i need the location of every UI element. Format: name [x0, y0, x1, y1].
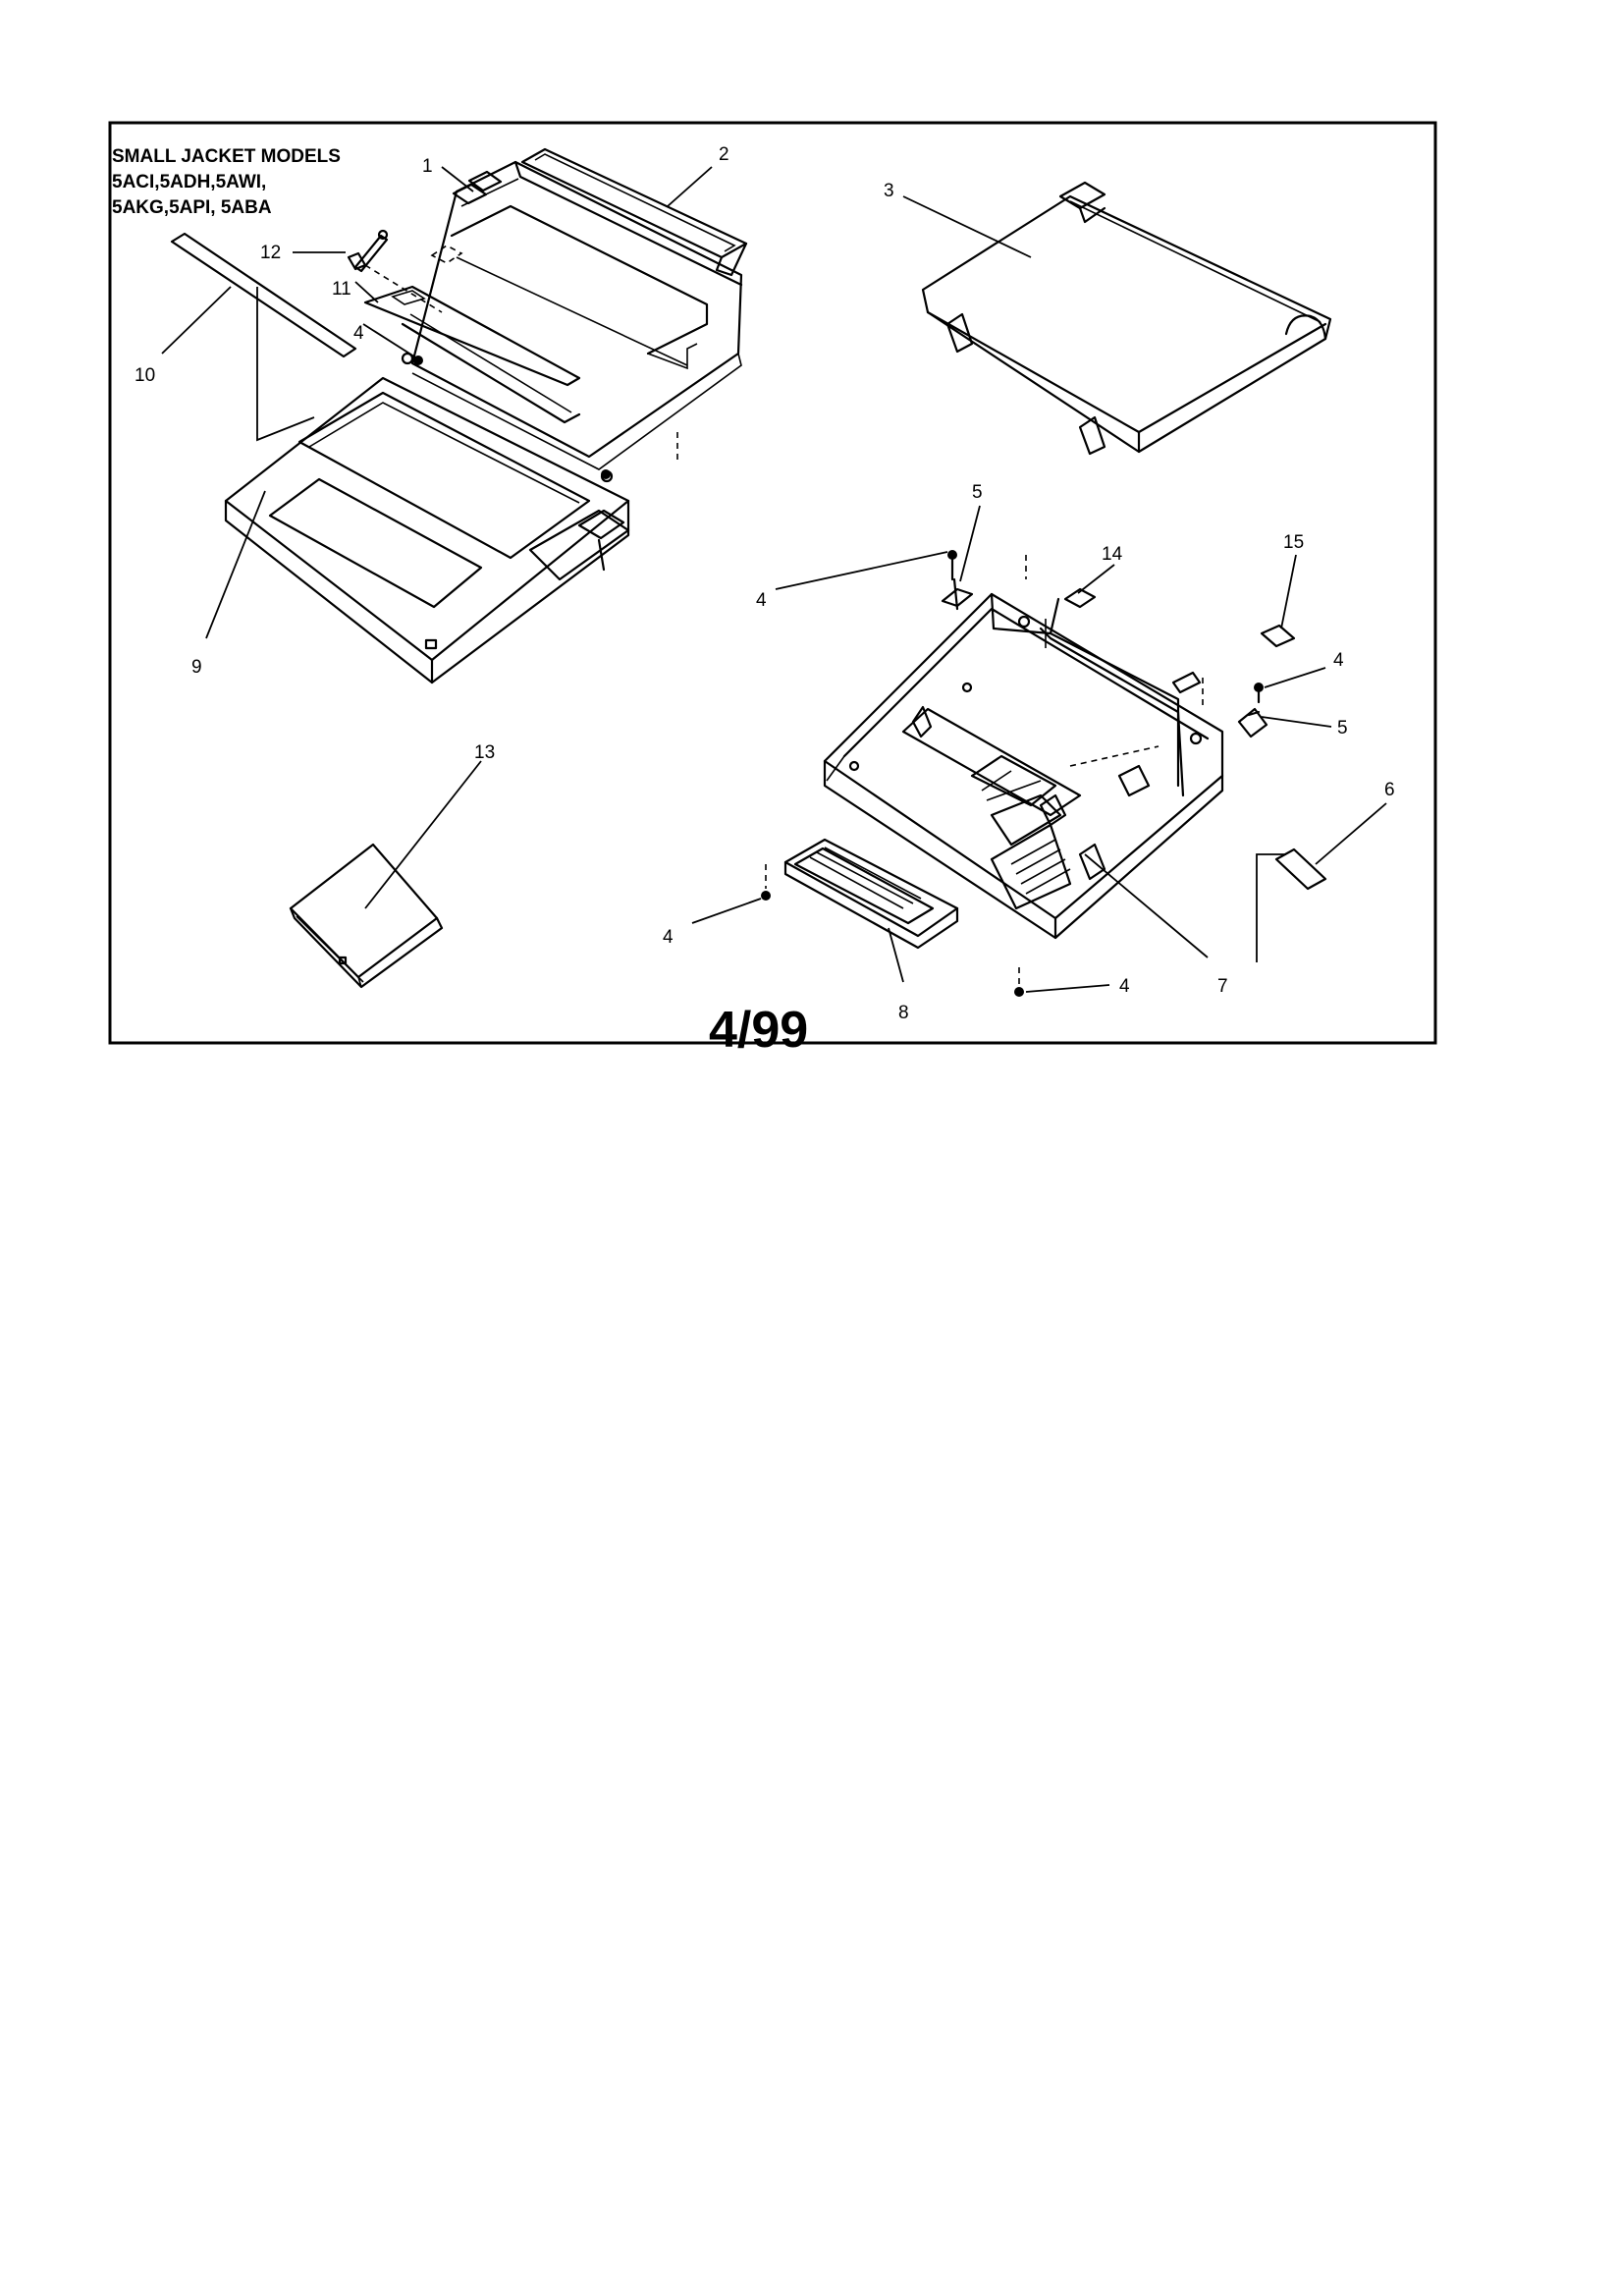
part-11-guide-bar	[363, 285, 581, 424]
callout-1: 1	[422, 156, 433, 177]
callout-5-a: 5	[972, 482, 983, 503]
leader-lines	[161, 166, 1387, 993]
callout-9: 9	[191, 657, 202, 678]
callout-numbers: 1 2 3 4 4 4 4 4 5 5 6 7 8 9 10 11 12 13 …	[135, 144, 1395, 1023]
header-line-2: 5ACI,5ADH,5AWI,	[112, 172, 266, 192]
callout-15: 15	[1283, 532, 1304, 553]
part-8-keyboard-tray	[783, 838, 959, 950]
revision-date-stamp: 4/99	[709, 1002, 808, 1059]
callout-7: 7	[1217, 976, 1228, 997]
header-line-1: SMALL JACKET MODELS	[112, 146, 341, 167]
part-2-top-strip	[520, 147, 748, 277]
part-9-keyboard-bezel	[224, 352, 630, 684]
model-header: SMALL JACKET MODELS 5ACI,5ADH,5AWI, 5AKG…	[112, 146, 341, 218]
header-line-3: 5AKG,5API, 5ABA	[112, 197, 272, 218]
part-3-lid-cover	[921, 181, 1332, 456]
callout-13: 13	[474, 742, 495, 763]
callout-2: 2	[719, 144, 729, 165]
callout-4-d: 4	[663, 927, 674, 948]
callout-4-a: 4	[353, 323, 364, 344]
diagram-frame	[108, 121, 1437, 1045]
part-6-pad	[1256, 847, 1327, 962]
part-15-pad	[1260, 624, 1296, 648]
part-7-base-housing	[823, 592, 1224, 940]
part-10-thin-strip	[170, 232, 357, 442]
part-4-screws	[413, 355, 1264, 997]
callout-4-b: 4	[756, 590, 767, 611]
part-14-pad	[1063, 587, 1097, 609]
callout-3: 3	[884, 181, 894, 201]
callout-11: 11	[332, 279, 351, 300]
part-1-top-cover	[410, 160, 743, 470]
callout-8: 8	[898, 1003, 909, 1023]
part-13-manual	[289, 843, 444, 989]
callout-6: 6	[1384, 780, 1395, 800]
callout-10: 10	[135, 365, 155, 386]
callout-4-e: 4	[1119, 976, 1130, 997]
callout-4-c: 4	[1333, 650, 1344, 671]
callout-5-b: 5	[1337, 718, 1348, 738]
callout-14: 14	[1102, 544, 1123, 565]
callout-12: 12	[260, 243, 281, 263]
part-5-clips	[941, 577, 1268, 738]
